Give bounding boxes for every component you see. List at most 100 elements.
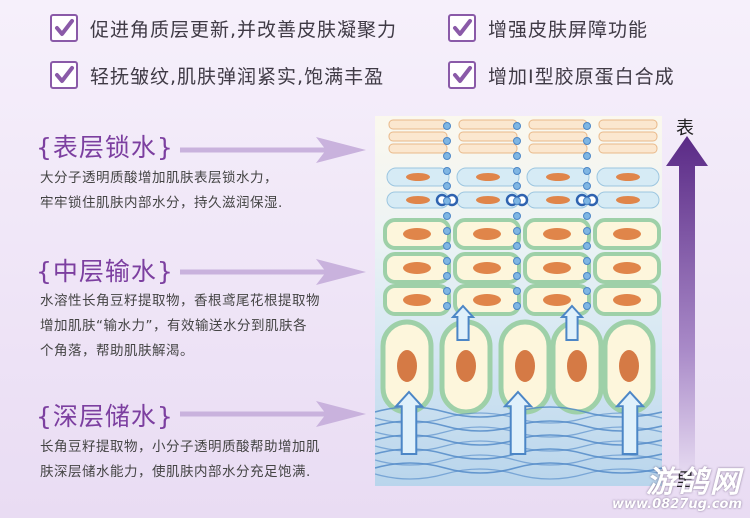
benefit-item: 促进角质层更新,并改善皮肤凝聚力 (50, 14, 397, 42)
water-droplet (583, 137, 591, 145)
benefit-text: 增强皮肤屏障功能 (488, 18, 649, 41)
cell-nucleus (515, 350, 535, 382)
corneum-layer (458, 143, 518, 154)
water-droplet (583, 197, 591, 205)
arrow-right-icon (180, 401, 366, 427)
water-droplet (443, 197, 451, 205)
corneum-layer (528, 119, 588, 130)
section-desc-deep: 长角豆籽提取物，小分子透明质酸帮助增加肌 肤深层储水能力，使肌肤内部水分充足饱满… (40, 439, 320, 480)
water-droplet (513, 227, 521, 235)
cell-nucleus (456, 350, 476, 382)
water-droplet (443, 257, 451, 265)
cell-nucleus (406, 173, 430, 181)
benefit-item: 轻抚皱纹,肌肤弹润紧实,饱满丰盈 (50, 61, 384, 89)
dermis-fiber (375, 468, 662, 480)
water-droplet (583, 212, 591, 220)
cell-nucleus (613, 228, 641, 240)
cell-nucleus (543, 228, 571, 240)
section-title-surface: {表层锁水} (36, 133, 174, 162)
benefit-item: 增加I型胶原蛋白合成 (448, 61, 675, 89)
section-desc-surface: 大分子透明质酸增加肌肤表层锁水力， 牢牢锁住肌肤内部水分，持久滋润保湿. (40, 170, 283, 211)
water-up-arrow-icon (393, 390, 425, 455)
water-droplet (513, 242, 521, 250)
cell-nucleus (403, 262, 431, 274)
cell-nucleus (406, 196, 430, 204)
cell-nucleus (476, 196, 500, 204)
skin-layers-diagram (375, 116, 662, 486)
corneum-layer (388, 131, 448, 142)
surface-label: 表 (676, 118, 694, 139)
water-droplet (513, 152, 521, 160)
corneum-layer (388, 143, 448, 154)
water-droplet (583, 227, 591, 235)
water-droplet (583, 167, 591, 175)
water-up-arrow-icon (502, 390, 534, 455)
water-droplet (443, 152, 451, 160)
water-up-arrow-icon (450, 304, 476, 341)
dermis-fiber (375, 462, 662, 474)
water-droplet (443, 302, 451, 310)
cell-nucleus (613, 294, 641, 306)
water-droplet (443, 287, 451, 295)
watermark-url: www.0827ug.com (612, 497, 742, 512)
cell-nucleus (543, 262, 571, 274)
water-droplet (583, 182, 591, 190)
water-droplet (513, 167, 521, 175)
water-droplet (443, 227, 451, 235)
cell-nucleus (397, 350, 417, 382)
benefit-text: 增加I型胶原蛋白合成 (488, 65, 675, 88)
cell-nucleus (403, 294, 431, 306)
cell-nucleus (613, 262, 641, 274)
benefit-item: 增强皮肤屏障功能 (448, 14, 648, 42)
water-droplet (583, 272, 591, 280)
section-desc-middle: 水溶性长角豆籽提取物，香根鸢尾花根提取物 增加肌肤“输水力”，有效输送水分到肌肤… (40, 293, 320, 359)
water-droplet (513, 212, 521, 220)
checkbox-icon (50, 61, 78, 89)
checkbox-icon (50, 14, 78, 42)
arrow-right-icon (180, 137, 366, 163)
benefit-text: 轻抚皱纹,肌肤弹润紧实,饱满丰盈 (90, 65, 385, 88)
cell-nucleus (543, 294, 571, 306)
arrow-up-icon (666, 136, 708, 492)
water-droplet (443, 212, 451, 220)
cell-nucleus (473, 294, 501, 306)
water-droplet (443, 182, 451, 190)
corneum-layer (598, 119, 658, 130)
benefit-text: 促进角质层更新,并改善皮肤凝聚力 (90, 18, 398, 41)
water-droplet (513, 122, 521, 130)
water-droplet (443, 272, 451, 280)
corneum-layer (388, 119, 448, 130)
corneum-layer (458, 119, 518, 130)
watermark: 游鸽网 www.0827ug.com (612, 457, 742, 512)
cell-nucleus (473, 228, 501, 240)
water-droplet (443, 137, 451, 145)
water-up-arrow-icon (614, 390, 646, 455)
corneum-layer (458, 131, 518, 142)
checkbox-icon (448, 61, 476, 89)
section-title-middle: {中层输水} (36, 257, 174, 286)
corneum-layer (528, 131, 588, 142)
watermark-logo-text: 游鸽网 (646, 465, 742, 500)
water-droplet (513, 197, 521, 205)
corneum-layer (528, 143, 588, 154)
water-droplet (583, 287, 591, 295)
water-droplet (443, 167, 451, 175)
corneum-layer (598, 131, 658, 142)
water-droplet (443, 242, 451, 250)
checkbox-icon (448, 14, 476, 42)
corneum-layer (598, 143, 658, 154)
water-up-arrow-icon (559, 304, 585, 341)
water-droplet (513, 287, 521, 295)
water-droplet (583, 122, 591, 130)
cell-nucleus (546, 196, 570, 204)
water-droplet (583, 242, 591, 250)
depth-label: 里 (676, 470, 694, 491)
water-droplet (513, 272, 521, 280)
arrow-right-icon (180, 259, 366, 285)
cell-nucleus (473, 262, 501, 274)
water-droplet (583, 152, 591, 160)
water-droplet (513, 302, 521, 310)
water-droplet (583, 257, 591, 265)
cell-nucleus (616, 196, 640, 204)
cell-nucleus (403, 228, 431, 240)
